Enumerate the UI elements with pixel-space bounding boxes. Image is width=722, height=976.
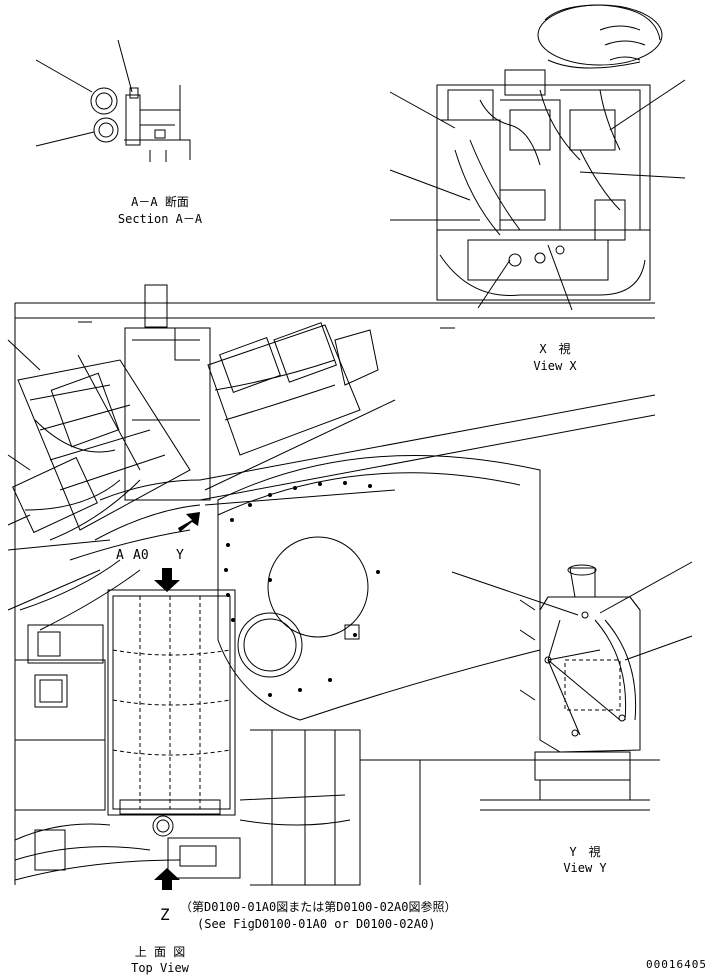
marker-a0: A0 [133,548,149,563]
reference-note-jp: （第D0100-01A0図または第D0100-02A0図参照） [180,900,457,914]
top-view-drawing [7,284,660,886]
view-x-title-jp: X 視 [539,342,571,356]
view-y-title-en: View Y [563,861,607,875]
top-view-title-en: Top View [131,961,189,975]
view-y-drawing [451,561,693,811]
view-arrows [154,512,200,890]
view-y-title-jp: Y 視 [569,845,601,859]
arrow-down-icon [154,568,180,592]
reference-note-en: (See FigD0100-01A0 or D0100-02A0) [197,917,436,931]
section-aa-drawing [35,39,191,162]
section-aa-title-en: Section A－A [117,212,203,226]
figure-number: 00016405 [646,958,707,971]
marker-y: Y [176,548,184,563]
arrow-up-icon [154,868,180,890]
arrow-diagonal-icon [178,512,200,532]
view-x-drawing [389,4,686,311]
view-x-title-en: View X [533,359,577,373]
section-aa-title-jp: A－A 断面 [131,195,189,209]
top-view-title-jp: 上 面 図 [134,945,186,959]
top-view-marker-z: Z [160,905,170,924]
marker-a: A [116,548,124,563]
